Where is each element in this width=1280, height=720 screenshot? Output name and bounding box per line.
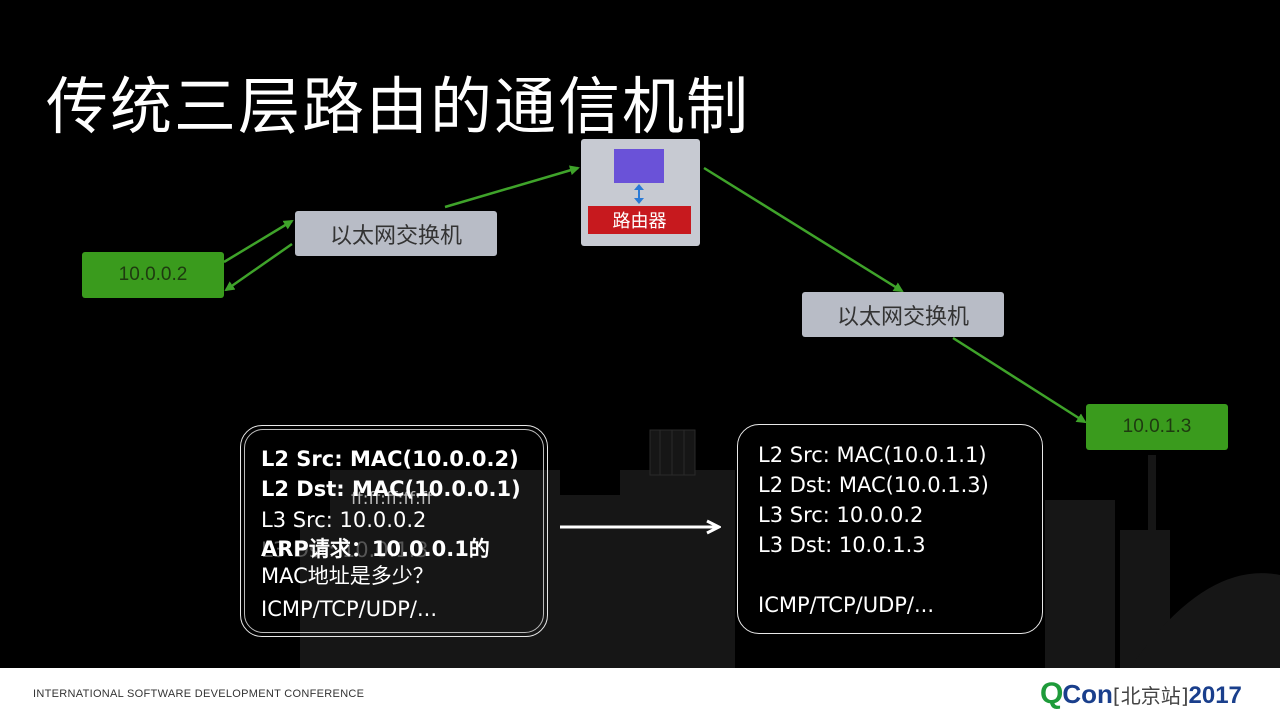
brand-city: [北京站]: [1112, 684, 1189, 708]
packet-left-l3-dst: L3 Dst: 10.0.1.3: [261, 538, 429, 562]
router-chip-icon: [614, 149, 664, 183]
host-left-ip: 10.0.0.2: [118, 264, 188, 285]
packet-left-l3-src: L3 Src: 10.0.0.2: [261, 508, 427, 532]
router-updown-arrow-icon: [634, 184, 644, 204]
packet-right: L2 Src: MAC(10.0.1.1) L2 Dst: MAC(10.0.1…: [737, 424, 1043, 634]
conference-name: INTERNATIONAL SOFTWARE DEVELOPMENT CONFE…: [33, 688, 365, 700]
router: 路由器: [581, 139, 700, 246]
brand-q: Q: [1040, 677, 1063, 710]
packet-left-l2-dst: L2 Dst: MAC(10.0.0.1): [261, 477, 521, 501]
skyline-background: [300, 429, 1280, 668]
link-router-to-switch: [703, 166, 904, 293]
network-links: [223, 165, 1087, 668]
host-left: 10.0.0.2: [82, 252, 224, 298]
packet-left-arp-line1: ARP请求：10.0.0.1的: [261, 537, 490, 561]
packet-right-l3-dst: L3 Dst: 10.0.1.3: [758, 533, 926, 557]
brand-con: Con: [1062, 679, 1113, 709]
link-switch-to-host: [224, 242, 293, 292]
footer: INTERNATIONAL SOFTWARE DEVELOPMENT CONFE…: [0, 668, 1280, 720]
slide: 传统三层路由的通信机制 10.0.0.2 以太网交换机: [46, 69, 1280, 668]
switch-left: 以太网交换机: [295, 211, 497, 256]
brand-year: 2017: [1188, 682, 1242, 709]
packet-right-l2-src: L2 Src: MAC(10.0.1.1): [758, 443, 987, 467]
host-right: 10.0.1.3: [1086, 404, 1228, 450]
slide-title: 传统三层路由的通信机制: [46, 69, 751, 143]
packet-left-arp-line2: MAC地址是多少？: [261, 564, 434, 588]
packet-right-payload: ICMP/TCP/UDP/...: [758, 593, 935, 617]
router-label: 路由器: [588, 206, 691, 234]
link-host-to-switch: [223, 219, 294, 264]
packet-right-l2-dst: L2 Dst: MAC(10.0.1.3): [758, 473, 989, 497]
packet-left-broadcast-mac: ff:ff:ff:ff:ff: [351, 489, 433, 509]
host-right-ip: 10.0.1.3: [1122, 416, 1192, 437]
link-switch-to-router: [444, 165, 580, 209]
packet-left-l2-src: L2 Src: MAC(10.0.0.2): [261, 447, 519, 471]
link-switch-to-host-right: [952, 336, 1087, 424]
switch-right: 以太网交换机: [802, 292, 1004, 337]
packet-right-l3-src: L3 Src: 10.0.0.2: [758, 503, 924, 527]
packet-left: ff:ff:ff:ff:ff L2 Src: MAC(10.0.0.2) L2 …: [240, 425, 548, 637]
switch-right-label: 以太网交换机: [836, 304, 969, 330]
qcon-logo: QCon[北京站]2017: [1040, 677, 1242, 711]
switch-left-label: 以太网交换机: [329, 223, 462, 249]
packet-left-payload: ICMP/TCP/UDP/...: [261, 597, 438, 621]
